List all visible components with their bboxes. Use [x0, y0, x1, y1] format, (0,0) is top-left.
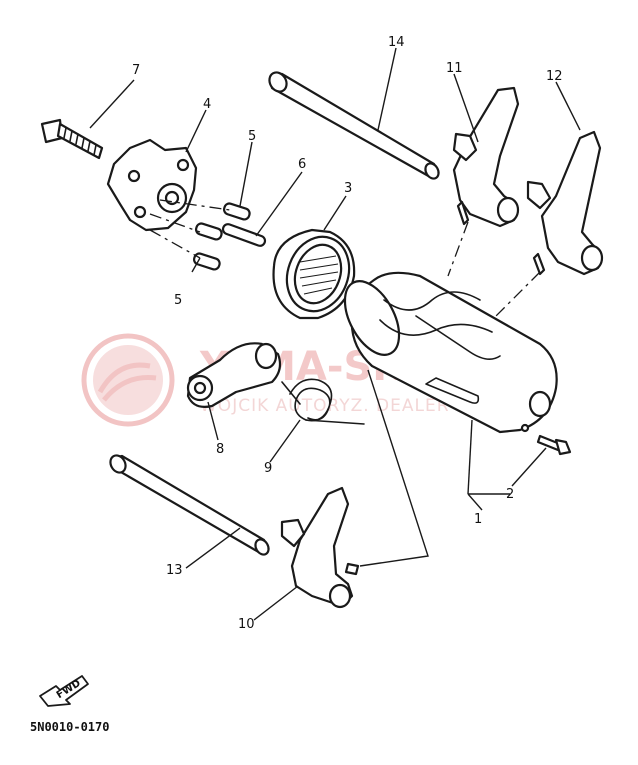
callout-5-lower: 5: [174, 293, 182, 308]
callout-14: 14: [388, 35, 405, 50]
callout-11: 11: [446, 61, 463, 76]
part-code: 5N0010-0170: [30, 720, 109, 734]
part-9-torsion-spring: [281, 378, 365, 425]
assembly-lines-forks: [359, 221, 541, 567]
part-1-shift-cam: [343, 271, 558, 434]
callout-5-upper: 5: [248, 129, 256, 144]
callout-6: 6: [298, 157, 306, 172]
callout-7: 7: [132, 63, 140, 78]
part-4-segment: [106, 138, 198, 232]
fwd-arrow: FWD: [39, 675, 89, 707]
part-3-bearing: [272, 228, 356, 320]
callout-3: 3: [344, 181, 352, 196]
part-14-guide-bar: [268, 71, 440, 180]
callouts: 1 2 3 4 5 5 6 7 8 9 10 11 12 13 14: [132, 35, 563, 632]
part-5-pins: [192, 202, 251, 271]
callout-12: 12: [546, 69, 563, 84]
leader-lines: [89, 47, 581, 621]
callout-9: 9: [264, 461, 272, 476]
part-2-screw: [536, 434, 572, 456]
callout-2: 2: [506, 487, 514, 502]
fwd-arrow-icon: [39, 675, 89, 707]
callout-1: 1: [474, 512, 482, 527]
part-6-pin: [221, 223, 267, 247]
part-11-shift-fork: [452, 86, 520, 228]
part-12-shift-fork: [526, 130, 604, 276]
callout-10: 10: [238, 617, 255, 632]
callout-4: 4: [203, 97, 211, 112]
assembly-lines-segment: [149, 199, 231, 259]
callout-13: 13: [166, 563, 183, 578]
part-8-stopper-lever: [186, 342, 282, 408]
callout-8: 8: [216, 442, 224, 457]
watermark-logo: [81, 333, 175, 427]
part-13-guide-bar: [109, 454, 270, 556]
part-10-shift-fork: [280, 486, 360, 609]
part-7-bolt: [40, 118, 104, 160]
